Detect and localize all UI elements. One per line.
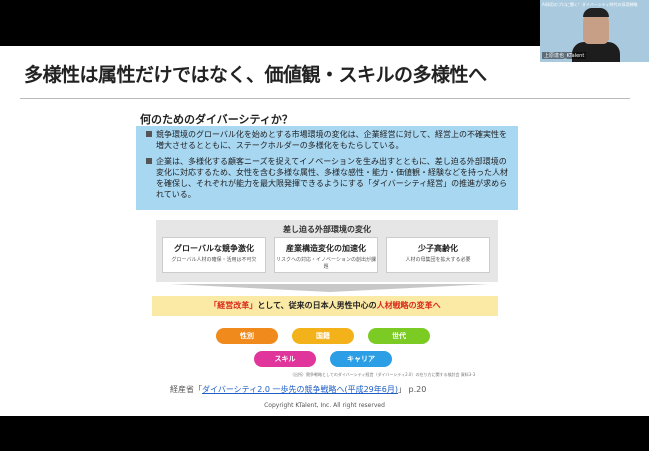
bullet-square-icon xyxy=(146,131,152,137)
pill-nationality: 国籍 xyxy=(292,328,354,344)
environment-box-global: グローバルな競争激化 グローバル人材の確保・活用は不可欠 xyxy=(162,237,266,273)
speaker-name-label: 上原達也_KTalent xyxy=(542,52,587,59)
speaker-body xyxy=(572,42,620,62)
copyright-notice: Copyright KTalent, Inc. All right reserv… xyxy=(264,402,385,409)
environment-change-panel: 差し迫る外部環境の変化 グローバルな競争激化 グローバル人材の確保・活用は不可欠… xyxy=(156,220,498,282)
section-heading: 何のためのダイバーシティか？ xyxy=(140,113,293,126)
environment-panel-title: 差し迫る外部環境の変化 xyxy=(283,225,371,234)
pill-skill: スキル xyxy=(254,351,316,367)
environment-box-industry: 産業構造変化の加速化 リスクへの対応・イノベーションの創出が課題 xyxy=(274,237,378,273)
slide-title: 多様性は属性だけではなく、価値観・スキルの多様性へ xyxy=(24,64,487,86)
reform-banner: 「経営改革」として、従来の日本人男性中心の人材戦略の変革へ xyxy=(152,296,498,316)
bullet-square-icon xyxy=(146,158,152,164)
bullet-item: 企業は、多様化する顧客ニーズを捉えてイノベーションを生み出すとともに、差し迫る外… xyxy=(146,156,508,200)
video-overlay-text: AI採用のプロに聞く！ダイバーシティ時代の採用戦略 xyxy=(542,2,638,7)
explanation-box: 競争環境のグローバル化を始めとする市場環境の変化は、企業経営に対して、経営上の不… xyxy=(136,126,518,210)
pill-career: キャリア xyxy=(330,351,392,367)
environment-box-aging: 少子高齢化 人材の母集団を拡大する必要 xyxy=(386,237,490,273)
pill-generation: 世代 xyxy=(368,328,430,344)
down-arrow-icon xyxy=(170,284,490,292)
presentation-slide: 多様性は属性だけではなく、価値観・スキルの多様性へ 何のためのダイバーシティか？… xyxy=(0,46,649,416)
pill-gender: 性別 xyxy=(216,328,278,344)
title-divider xyxy=(20,98,630,99)
source-note: （出所）競争戦略としてのダイバーシティ経営（ダイバーシティ2.0）の在り方に関す… xyxy=(290,372,476,377)
speaker-hair xyxy=(583,8,609,17)
bullet-item: 競争環境のグローバル化を始めとする市場環境の変化は、企業経営に対して、経営上の不… xyxy=(146,129,508,151)
citation-link[interactable]: ダイバーシティ2.0 一歩先の競争戦略へ(平成29年6月) xyxy=(202,385,398,394)
citation: 経産省「ダイバーシティ2.0 一歩先の競争戦略へ(平成29年6月)」 p.20 xyxy=(170,385,427,394)
speaker-video-thumbnail[interactable]: AI採用のプロに聞く！ダイバーシティ時代の採用戦略 上原達也_KTalent xyxy=(540,0,649,62)
